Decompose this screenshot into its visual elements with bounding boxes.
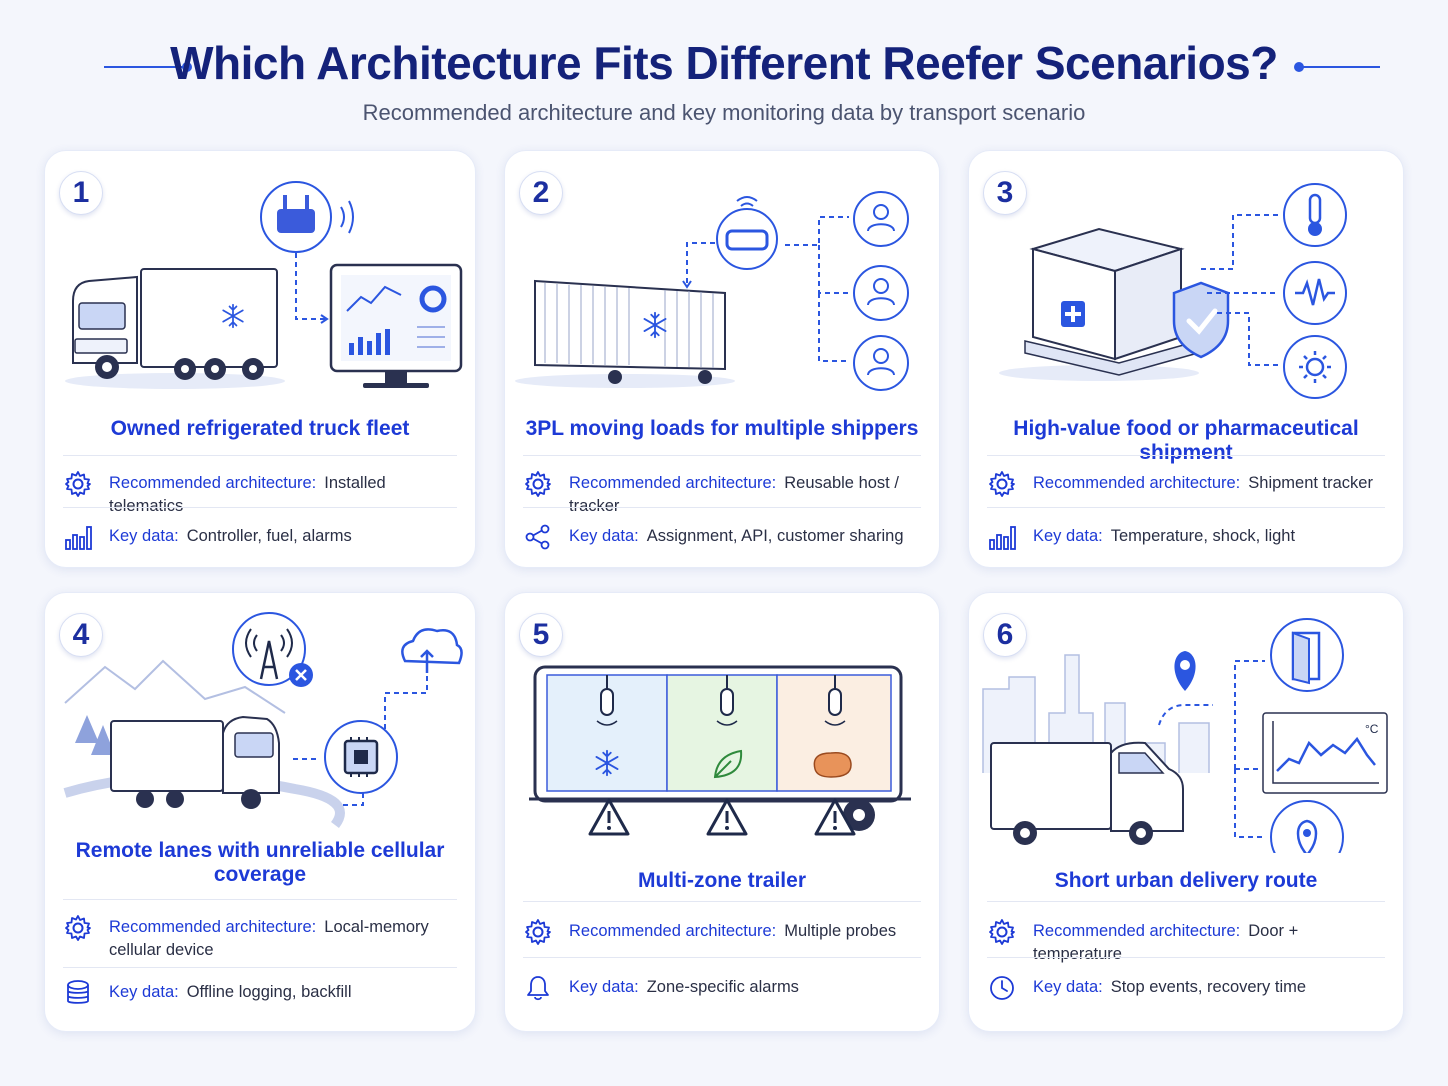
architecture-row: Recommended architecture:Door + temperat… [987, 917, 1391, 966]
card-divider [987, 507, 1385, 508]
bar-chart-icon [63, 522, 93, 552]
card-divider [987, 901, 1385, 902]
card-title: Short urban delivery route [1054, 869, 1318, 892]
scenario-card-3: 3 High-value food or pharmaceutical ship… [968, 150, 1404, 568]
architecture-value: Reusable host / tracker [569, 474, 899, 515]
bar-chart-icon [987, 522, 1017, 552]
gear-icon [523, 917, 553, 947]
architecture-value: Multiple probes [784, 922, 897, 940]
header: Which Architecture Fits Different Reefer… [0, 0, 1448, 140]
card-number: 6 [983, 613, 1027, 657]
key-data-label: Key data: [109, 983, 179, 1001]
warning-icon [588, 798, 630, 836]
temperature-unit-label: °C [1365, 722, 1379, 736]
card-divider [523, 507, 921, 508]
card-number: 4 [59, 613, 103, 657]
key-data-label: Key data: [109, 527, 179, 545]
bell-icon [523, 973, 553, 1003]
title-decoration-dot-right [1294, 62, 1304, 72]
card-number: 3 [983, 171, 1027, 215]
card-divider [63, 455, 457, 456]
scenario-card-2: 2 3PL moving loads for multiple shippers… [504, 150, 940, 568]
card-title: High-value food or pharmaceutical shipme… [1013, 417, 1359, 464]
key-data-label: Key data: [569, 978, 639, 996]
architecture-value: Door + temperature [1033, 922, 1299, 963]
key-data-row: Key data: Controller, fuel, alarms [63, 522, 463, 552]
probe-meat [824, 675, 846, 726]
gear-icon [523, 469, 553, 499]
scenario-card-4: 4 Remote lanes with unreliable cellular … [44, 592, 476, 1032]
architecture-label: Recommended architecture: [569, 922, 777, 940]
truck-fleet-illustration [65, 181, 463, 389]
clock-icon [987, 973, 1017, 1003]
page-subtitle: Recommended architecture and key monitor… [362, 100, 1086, 125]
card-number: 5 [519, 613, 563, 657]
card-divider [523, 957, 921, 958]
card-number: 2 [519, 171, 563, 215]
architecture-value: Installed telematics [109, 474, 386, 515]
architecture-row: Recommended architecture:Local-memory ce… [63, 913, 463, 962]
warning-icon [706, 798, 748, 836]
card-title: Multi-zone trailer [637, 869, 806, 892]
urban-delivery-illustration: °C [982, 618, 1388, 853]
leaf-icon [713, 749, 743, 779]
architecture-value: Local-memory cellular device [109, 918, 429, 959]
architecture-row: Recommended architecture:Installed telem… [63, 469, 463, 518]
key-data-row: Key data: Assignment, API, customer shari… [523, 522, 927, 552]
architecture-label: Recommended architecture: [569, 474, 777, 492]
scenario-card-1: 1 Owned refrigerated truck [44, 150, 476, 568]
gear-icon [987, 469, 1017, 499]
architecture-label: Recommended architecture: [109, 474, 317, 492]
probe-produce [716, 675, 738, 726]
architecture-row: Recommended architecture: Shipment tracke… [987, 469, 1391, 499]
database-icon [63, 978, 93, 1008]
share-icon [523, 522, 553, 552]
remote-lane-illustration [63, 612, 463, 829]
title-decoration-dot-left [182, 62, 192, 72]
key-data-row: Key data: Temperature, shock, light [987, 522, 1391, 552]
high-value-shipment-illustration [999, 183, 1347, 399]
card-divider [523, 901, 921, 902]
key-data-row: Key data: Zone-specific alarms [523, 973, 927, 1003]
card-divider [63, 507, 457, 508]
title-decoration-right [1302, 66, 1380, 68]
key-data-row: Key data: Offline logging, backfill [63, 978, 463, 1008]
gear-icon [63, 469, 93, 499]
3pl-tracker-illustration [515, 191, 909, 391]
gear-icon [987, 917, 1017, 947]
architecture-label: Recommended architecture: [109, 918, 317, 936]
card-divider [987, 957, 1385, 958]
scenario-card-5: 5 Multi-zone trailer Rec [504, 592, 940, 1032]
card-divider [63, 967, 457, 968]
card-divider [63, 899, 457, 900]
key-data-value: Zone-specific alarms [646, 978, 799, 996]
scenario-card-6: 6 °C Short urban delivery route Recommen… [968, 592, 1404, 1032]
card-title: Remote lanes with unreliable cellular co… [75, 839, 445, 886]
key-data-label: Key data: [569, 527, 639, 545]
key-data-label: Key data: [1033, 978, 1103, 996]
key-data-label: Key data: [1033, 527, 1103, 545]
card-divider [987, 455, 1385, 456]
probe-cold [596, 675, 618, 726]
card-title: Owned refrigerated truck fleet [110, 417, 410, 440]
multi-zone-trailer-illustration [529, 665, 911, 836]
architecture-row: Recommended architecture:Reusable host /… [523, 469, 927, 518]
key-data-row: Key data: Stop events, recovery time [987, 973, 1391, 1003]
card-number: 1 [59, 171, 103, 215]
card-title: 3PL moving loads for multiple shippers [525, 417, 919, 440]
gear-icon [63, 913, 93, 943]
page-title: Which Architecture Fits Different Reefer… [170, 37, 1278, 89]
title-decoration-left [104, 66, 184, 68]
key-data-value: Assignment, API, customer sharing [646, 527, 904, 545]
architecture-row: Recommended architecture: Multiple probes [523, 917, 927, 947]
key-data-value: Offline logging, backfill [186, 983, 352, 1001]
key-data-value: Controller, fuel, alarms [186, 527, 352, 545]
card-divider [523, 455, 921, 456]
architecture-value: Shipment tracker [1248, 474, 1373, 492]
key-data-value: Stop events, recovery time [1110, 978, 1307, 996]
architecture-label: Recommended architecture: [1033, 922, 1241, 940]
key-data-value: Temperature, shock, light [1110, 527, 1296, 545]
meat-icon [813, 752, 852, 778]
architecture-label: Recommended architecture: [1033, 474, 1241, 492]
